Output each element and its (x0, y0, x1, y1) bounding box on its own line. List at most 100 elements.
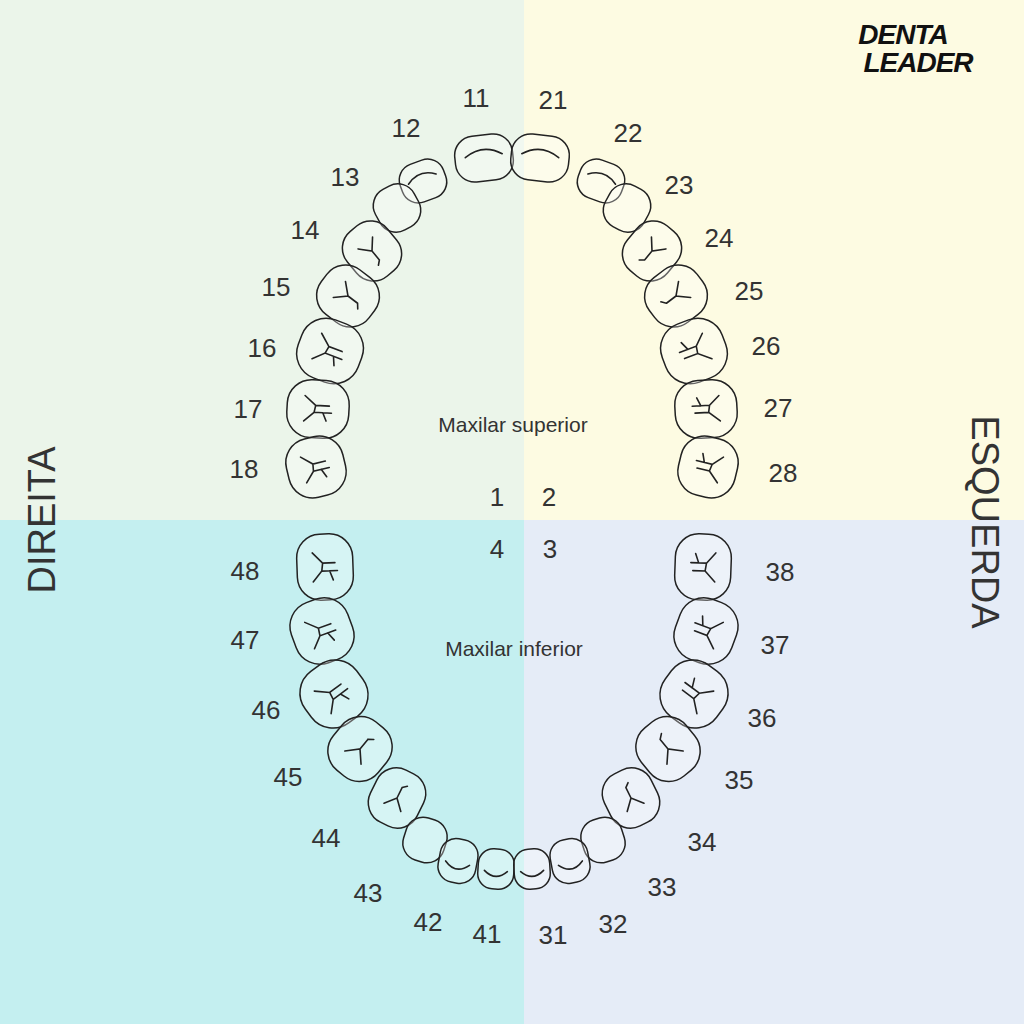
tooth-number: 34 (688, 829, 717, 855)
tooth-number: 16 (248, 335, 277, 361)
tooth-drawing (281, 431, 351, 503)
tooth-fissure (301, 451, 332, 483)
tooth-number: 31 (539, 922, 568, 948)
tooth-drawing (667, 591, 745, 672)
tooth-drawing (283, 591, 361, 672)
logo-text: LEADER (863, 49, 972, 77)
tooth-drawing (296, 533, 354, 601)
tooth-drawing (435, 836, 480, 886)
tooth-fissure (445, 861, 470, 871)
tooth-fissure (484, 870, 507, 877)
tooth-drawing (673, 431, 743, 503)
tooth-outline (453, 132, 516, 184)
tooth-number: 1 (490, 484, 504, 510)
tooth-outline (674, 533, 732, 601)
tooth-outline (673, 431, 743, 503)
tooth-drawing (289, 311, 371, 392)
tooth-number: 22 (614, 120, 643, 146)
side-label: DIREITA (23, 446, 61, 593)
tooth-number: 26 (752, 333, 781, 359)
quadrant-background (0, 0, 524, 520)
tooth-outline (653, 311, 735, 392)
tooth-drawing (453, 132, 516, 184)
tooth-number: 11 (463, 85, 490, 111)
tooth-fissure (314, 674, 353, 713)
side-label: ESQUERDA (966, 415, 1004, 628)
tooth-fissure (676, 333, 712, 368)
tooth-fissure (522, 148, 560, 158)
tooth-fissure (312, 333, 348, 368)
tooth-fissure (465, 148, 503, 158)
tooth-drawing (285, 378, 350, 439)
tooth-fissure (616, 780, 644, 811)
tooth-number: 44 (312, 825, 341, 851)
tooth-fissure (650, 730, 683, 764)
tooth-number: 48 (231, 558, 260, 584)
tooth-number: 46 (252, 697, 281, 723)
tooth-fissure (558, 861, 583, 871)
tooth-number: 21 (539, 87, 568, 113)
tooth-fissure (657, 281, 690, 313)
tooth-number: 41 (473, 921, 502, 947)
tooth-drawing (477, 848, 515, 890)
tooth-outline (281, 431, 351, 503)
tooth-outline (673, 378, 738, 439)
tooth-fissure (635, 237, 666, 269)
tooth-number: 25 (735, 278, 764, 304)
tooth-number: 33 (648, 874, 677, 900)
tooth-number: 2 (542, 484, 556, 510)
tooth-number: 42 (414, 909, 443, 935)
tooth-fissure (689, 613, 724, 649)
tooth-number: 4 (490, 536, 504, 562)
tooth-number: 35 (725, 767, 754, 793)
tooth-drawing (547, 836, 592, 886)
tooth-fissure (407, 169, 436, 184)
tooth-drawing (673, 378, 738, 439)
tooth-fissure (521, 870, 544, 877)
tooth-fissure (358, 237, 389, 269)
tooth-number: 37 (761, 632, 790, 658)
tooth-fissure (333, 281, 366, 313)
tooth-fissure (693, 451, 724, 483)
tooth-number: 15 (262, 274, 291, 300)
tooth-number: 13 (331, 164, 360, 190)
tooth-number: 28 (769, 460, 798, 486)
tooth-outline (547, 836, 592, 886)
quadrant-background (524, 520, 1024, 1024)
tooth-fissure (345, 730, 378, 764)
tooth-fissure (384, 780, 412, 811)
tooth-fissure (690, 552, 716, 582)
tooth-fissure (305, 613, 340, 649)
tooth-number: 36 (748, 705, 777, 731)
tooth-fissure (588, 169, 617, 184)
tooth-fissure (692, 395, 721, 422)
teeth-outline-group (281, 132, 745, 890)
tooth-outline (283, 591, 361, 672)
tooth-outline (513, 848, 551, 890)
tooth-number: 43 (354, 880, 383, 906)
tooth-drawing (513, 848, 551, 890)
logo-text: DENTA (858, 21, 947, 49)
tooth-fissure (674, 674, 713, 713)
tooth-number: 45 (274, 764, 303, 790)
quadrant-background (524, 0, 1024, 520)
tooth-outline (667, 591, 745, 672)
tooth-number: 23 (665, 172, 694, 198)
tooth-number: 18 (230, 456, 259, 482)
tooth-number: 47 (231, 627, 260, 653)
tooth-outline (435, 836, 480, 886)
tooth-number: 27 (764, 395, 793, 421)
tooth-fissure (312, 552, 338, 582)
tooth-number: 32 (599, 911, 628, 937)
tooth-drawing (674, 533, 732, 601)
quadrant-background (0, 520, 524, 1024)
tooth-number: 14 (291, 217, 320, 243)
tooth-outline (509, 132, 572, 184)
jaw-label: Maxilar inferior (445, 638, 583, 659)
tooth-number: 24 (705, 225, 734, 251)
tooth-drawing (509, 132, 572, 184)
tooth-outline (285, 378, 350, 439)
jaw-label: Maxilar superior (438, 414, 587, 435)
tooth-fissure (304, 395, 333, 422)
tooth-outline (289, 311, 371, 392)
